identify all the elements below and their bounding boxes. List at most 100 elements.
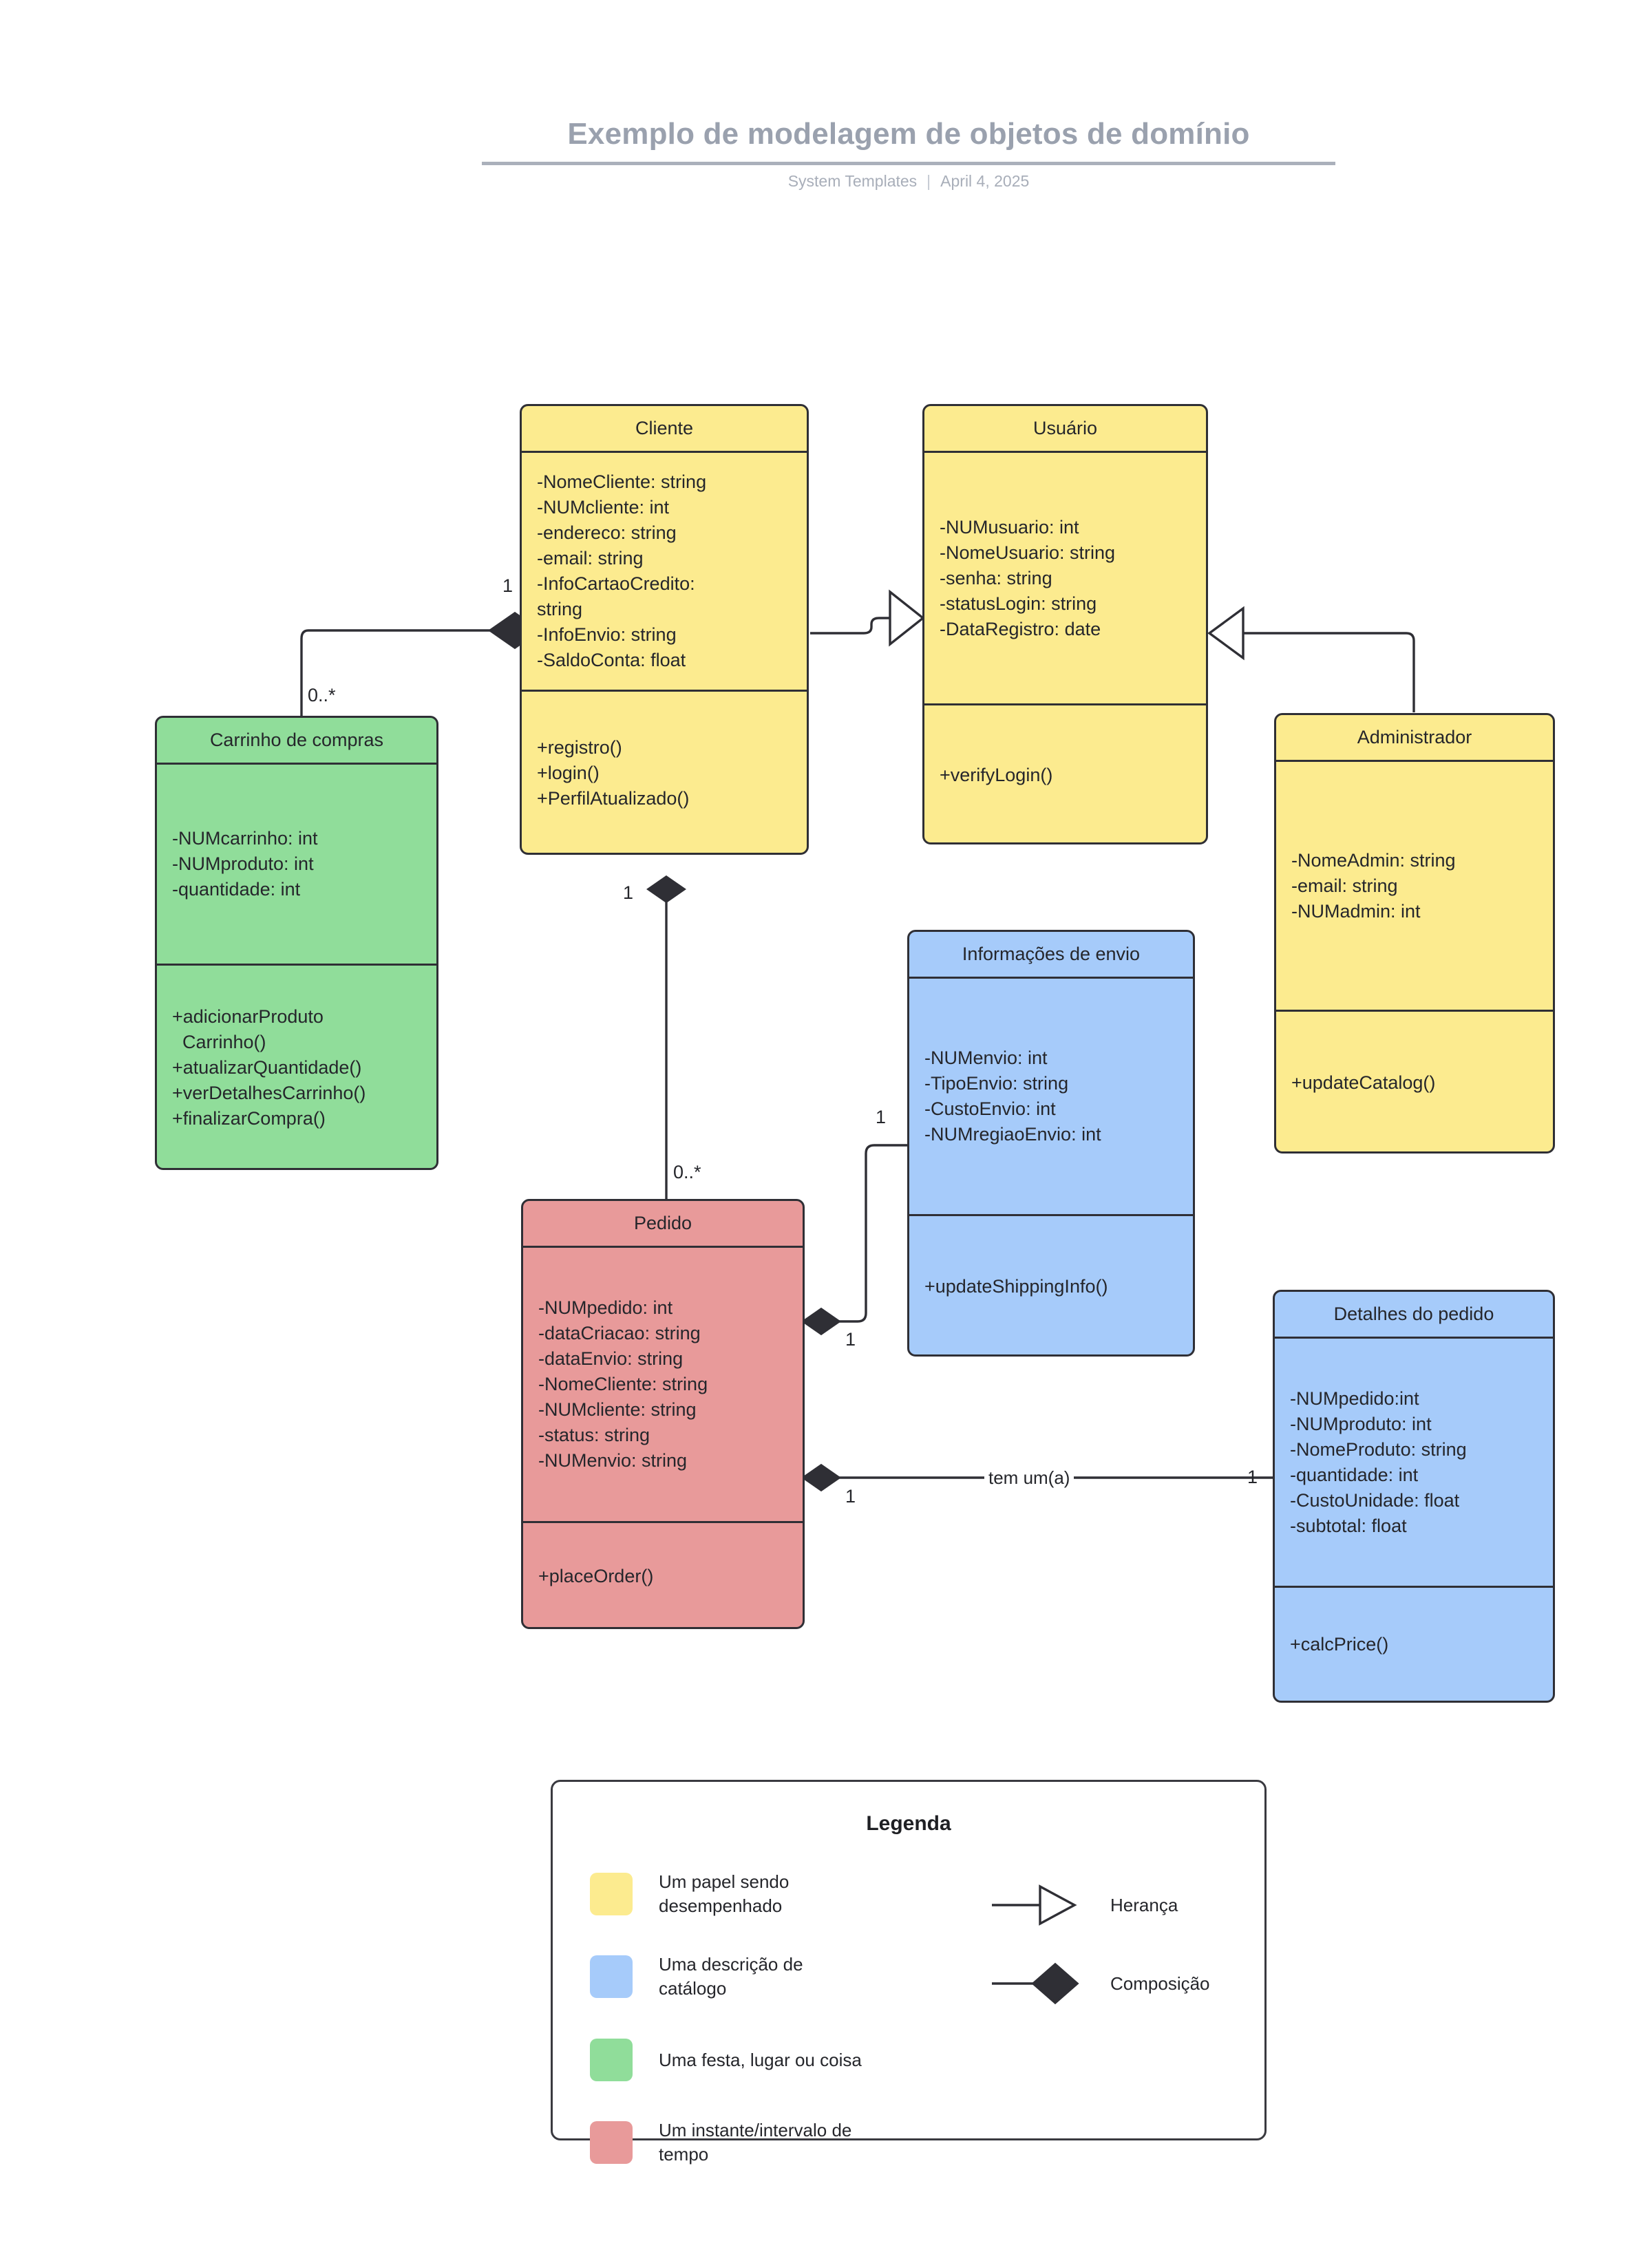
attribute: -endereco: string [537, 522, 677, 543]
edge-pedido-envio [801, 1144, 907, 1336]
attribute: -TipoEnvio: string [924, 1073, 1069, 1094]
attribute: -email: string [1291, 875, 1398, 896]
legend-item-role: Um papel sendo desempenhado [590, 1870, 886, 1918]
class-name-informacoes-envio: Informações de envio [909, 932, 1193, 979]
legend-label-party: Uma festa, lugar ou coisa [659, 2049, 862, 2070]
method: +calcPrice() [1290, 1633, 1389, 1655]
legend-swatch-green-icon [590, 2039, 633, 2081]
document-subtitle: System Templates|April 4, 2025 [482, 172, 1335, 191]
multiplicity-cliente-carrinho-from: 1 [502, 575, 513, 596]
attribute: -CustoUnidade: float [1290, 1489, 1460, 1511]
attribute: -NUMproduto: int [1290, 1413, 1432, 1434]
multiplicity-cliente-pedido-to: 0..* [673, 1162, 701, 1182]
class-attributes-usuario: -NUMusuario: int -NomeUsuario: string -s… [924, 453, 1206, 705]
edge-cliente-carrinho [300, 611, 542, 716]
legend-label-role: Um papel sendo desempenhado [659, 1871, 790, 1916]
attribute: -status: string [538, 1425, 650, 1445]
method: +verifyLogin() [940, 764, 1053, 785]
class-attributes-informacoes-envio: -NUMenvio: int -TipoEnvio: string -Custo… [909, 979, 1193, 1216]
attribute: -NUMproduto: int [172, 853, 314, 874]
class-attributes-cliente: -NomeCliente: string -NUMcliente: int -e… [522, 453, 807, 692]
class-name-pedido: Pedido [523, 1201, 803, 1248]
edge-administrador-usuario [1207, 606, 1415, 712]
edge-label-tem-um-a: tem um(a) [984, 1467, 1074, 1489]
method: +placeOrder() [538, 1565, 654, 1586]
class-box-carrinho-de-compras[interactable]: Carrinho de compras -NUMcarrinho: int -N… [155, 716, 438, 1170]
method: +updateCatalog() [1291, 1072, 1436, 1093]
attribute: -NUMcarrinho: int [172, 828, 318, 849]
attribute: -subtotal: float [1290, 1515, 1407, 1536]
method: +registro() [537, 737, 622, 758]
legend-title: Legenda [866, 1812, 951, 1835]
multiplicity-pedido-detalhes-from: 1 [845, 1486, 856, 1507]
attribute: -DataRegistro: date [940, 618, 1101, 639]
title-divider [482, 162, 1335, 165]
class-box-administrador[interactable]: Administrador -NomeAdmin: string -email:… [1274, 713, 1555, 1154]
method: +PerfilAtualizado() [537, 788, 690, 809]
legend-swatch-yellow-icon [590, 1873, 633, 1915]
legend-label-moment: Um instante/intervalo de tempo [659, 2120, 852, 2165]
class-box-cliente[interactable]: Cliente -NomeCliente: string -NUMcliente… [520, 404, 809, 855]
legend-item-moment: Um instante/intervalo de tempo [590, 2118, 913, 2167]
attribute: -dataEnvio: string [538, 1348, 684, 1369]
attribute: -NomeCliente: string [537, 471, 707, 492]
attribute: -NUMcliente: int [537, 497, 670, 518]
method: +atualizarQuantidade() [172, 1057, 362, 1078]
class-methods-administrador: +updateCatalog() [1276, 1012, 1553, 1151]
attribute: -dataCriacao: string [538, 1323, 701, 1343]
class-name-usuario: Usuário [924, 406, 1206, 453]
attribute: -InfoEnvio: string [537, 624, 677, 645]
attribute: -NUMpedido: int [538, 1297, 673, 1318]
class-methods-informacoes-envio: +updateShippingInfo() [909, 1216, 1193, 1354]
attribute: -quantidade: int [1290, 1464, 1419, 1485]
legend-item-catalog: Uma descrição de catálogo [590, 1953, 886, 2001]
class-box-informacoes-de-envio[interactable]: Informações de envio -NUMenvio: int -Tip… [907, 930, 1195, 1357]
legend-item-heranca: Herança [991, 1882, 1178, 1928]
legend-label-catalog: Uma descrição de catálogo [659, 1954, 803, 1999]
attribute: -CustoEnvio: int [924, 1098, 1056, 1119]
class-methods-carrinho: +adicionarProduto Carrinho() +atualizarQ… [157, 966, 436, 1168]
date-label: April 4, 2025 [940, 172, 1030, 190]
class-attributes-detalhes-pedido: -NUMpedido:int -NUMproduto: int -NomePro… [1275, 1339, 1553, 1588]
method: +finalizarCompra() [172, 1108, 326, 1129]
class-name-cliente: Cliente [522, 406, 807, 453]
legend-label-heranca: Herança [1110, 1894, 1178, 1915]
legend-swatch-blue-icon [590, 1955, 633, 1998]
attribute: -NUMpedido:int [1290, 1388, 1419, 1409]
edge-cliente-usuario [810, 589, 925, 647]
method: +updateShippingInfo() [924, 1275, 1108, 1297]
legend-swatch-red-icon [590, 2121, 633, 2164]
attribute: -quantidade: int [172, 879, 301, 900]
attribute: -NUMadmin: int [1291, 900, 1421, 922]
class-attributes-pedido: -NUMpedido: int -dataCriacao: string -da… [523, 1248, 803, 1523]
class-name-administrador: Administrador [1276, 715, 1553, 762]
attribute: -NomeUsuario: string [940, 542, 1116, 563]
edge-cliente-pedido [646, 875, 686, 1199]
method: +verDetalhesCarrinho() [172, 1083, 366, 1103]
method: +adicionarProduto Carrinho() [172, 1006, 324, 1052]
class-box-detalhes-do-pedido[interactable]: Detalhes do pedido -NUMpedido:int -NUMpr… [1273, 1290, 1555, 1703]
multiplicity-pedido-envio-to: 1 [876, 1107, 887, 1127]
class-methods-usuario: +verifyLogin() [924, 705, 1206, 842]
attribute: -NUMenvio: int [924, 1048, 1048, 1068]
legend-item-composicao: Composição [991, 1961, 1210, 2006]
attribute: -NomeProduto: string [1290, 1438, 1467, 1460]
attribute: -SaldoConta: float [537, 650, 686, 670]
class-methods-pedido: +placeOrder() [523, 1523, 803, 1627]
class-box-usuario[interactable]: Usuário -NUMusuario: int -NomeUsuario: s… [922, 404, 1208, 844]
multiplicity-pedido-detalhes-to: 1 [1247, 1467, 1258, 1487]
class-name-detalhes-pedido: Detalhes do pedido [1275, 1292, 1553, 1339]
attribute: -email: string [537, 548, 644, 568]
class-attributes-administrador: -NomeAdmin: string -email: string -NUMad… [1276, 762, 1553, 1012]
multiplicity-pedido-envio-from: 1 [845, 1329, 856, 1350]
attribute: -statusLogin: string [940, 593, 1097, 614]
class-box-pedido[interactable]: Pedido -NUMpedido: int -dataCriacao: str… [521, 1199, 805, 1629]
subtitle-separator: | [926, 172, 931, 190]
filled-diamond-icon [992, 1962, 1079, 2005]
attribute: -NUMenvio: string [538, 1450, 688, 1471]
multiplicity-cliente-pedido-from: 1 [623, 882, 634, 903]
class-name-carrinho: Carrinho de compras [157, 718, 436, 765]
attribute: -NUMcliente: string [538, 1399, 697, 1420]
attribute: -NUMregiaoEnvio: int [924, 1124, 1101, 1145]
hollow-triangle-arrow-icon [992, 1884, 1077, 1926]
